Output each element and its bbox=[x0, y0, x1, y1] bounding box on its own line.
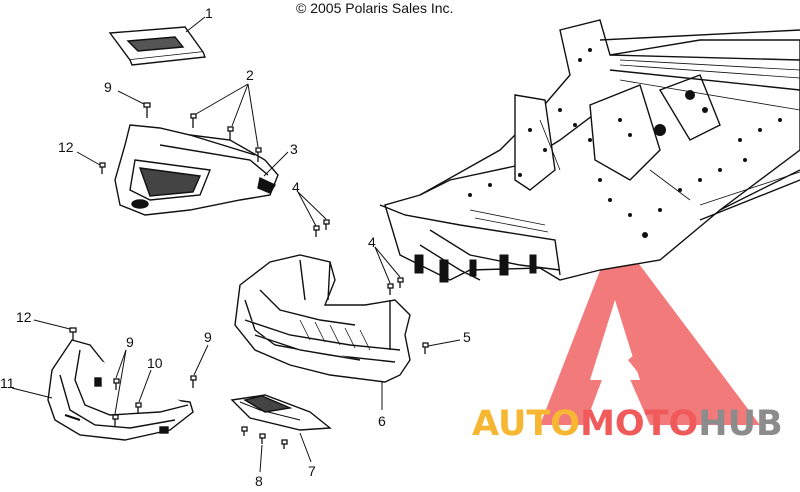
fasteners bbox=[69, 102, 429, 449]
callout-11: 11 bbox=[0, 375, 15, 391]
watermark-moto: MOTO bbox=[580, 404, 699, 444]
callout-12-top: 12 bbox=[58, 139, 74, 155]
leader-lines bbox=[11, 16, 461, 473]
frame-hanger-brackets bbox=[414, 254, 537, 283]
part-7-skid-plate bbox=[230, 394, 332, 431]
chassis-detail-rails bbox=[469, 59, 800, 233]
callout-9-lower-right: 9 bbox=[204, 329, 212, 345]
callout-4-upper: 4 bbox=[292, 179, 300, 195]
chassis-holes bbox=[468, 48, 782, 238]
callout-numbers: 1 2 9 12 3 4 4 5 6 12 9 9 10 11 7 8 bbox=[0, 5, 471, 489]
callout-6: 6 bbox=[378, 413, 386, 429]
callout-4-lower: 4 bbox=[368, 234, 376, 250]
callout-12-lower: 12 bbox=[16, 309, 32, 325]
callout-7: 7 bbox=[308, 463, 316, 479]
part-1-access-panel bbox=[108, 26, 206, 66]
callout-1: 1 bbox=[205, 5, 213, 21]
watermark-auto: AUTO bbox=[472, 404, 581, 444]
callout-9-lower-left: 9 bbox=[126, 334, 134, 350]
watermark-brand-text: AUTOMOTOHUB bbox=[472, 404, 783, 444]
callout-5: 5 bbox=[463, 329, 471, 345]
watermark-logo bbox=[540, 232, 760, 425]
watermark-hub: HUB bbox=[698, 404, 783, 444]
callout-2: 2 bbox=[246, 67, 254, 83]
callout-9-top: 9 bbox=[104, 79, 112, 95]
callout-10: 10 bbox=[147, 355, 163, 371]
chassis-frame bbox=[379, 19, 800, 281]
callout-8: 8 bbox=[255, 473, 263, 487]
part-3-upper-cover bbox=[114, 124, 279, 216]
part-11-front-bumper bbox=[47, 339, 194, 441]
part-6-belly-pan bbox=[234, 254, 411, 383]
callout-3: 3 bbox=[290, 141, 298, 157]
copyright-notice: © 2005 Polaris Sales Inc. bbox=[296, 0, 454, 16]
